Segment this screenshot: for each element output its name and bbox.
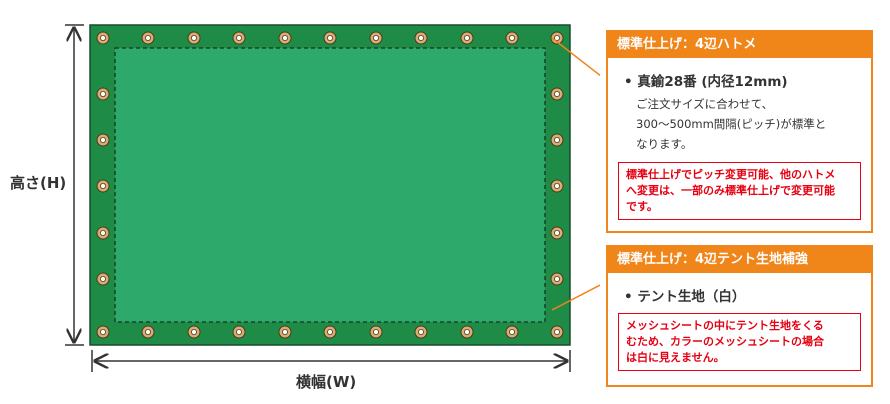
- height-label: 高さ(H): [10, 174, 67, 192]
- grommet: [141, 325, 155, 339]
- grommet: [278, 31, 292, 45]
- callout-1-pointer: [551, 37, 607, 81]
- grommet: [550, 31, 564, 45]
- grommet-spec: • 真鍮28番 (内径12mm): [624, 74, 788, 90]
- grommet: [550, 87, 564, 101]
- grommet: [187, 31, 201, 45]
- sheet-diagram-svg: [65, 24, 607, 372]
- reinforcement-note-line: は白に見えません。: [626, 351, 725, 364]
- reinforcement-spec: • テント生地（白）: [624, 289, 746, 305]
- grommet: [460, 325, 474, 339]
- grommet: [96, 272, 110, 286]
- grommet: [187, 325, 201, 339]
- grommet: [369, 325, 383, 339]
- reinforcement-note-line: むため、カラーのメッシュシートの場合: [626, 335, 824, 348]
- grommet: [96, 226, 110, 240]
- grommet: [550, 179, 564, 193]
- grommet-note-line: へ変更は、一部のみ標準仕上げで変更可能: [626, 184, 835, 197]
- grommet: [96, 87, 110, 101]
- grommet-desc-line: ご注文サイズに合わせて、: [636, 97, 774, 111]
- grommet: [323, 325, 337, 339]
- grommet: [96, 325, 110, 339]
- grommet: [550, 325, 564, 339]
- grommet-note-box: 標準仕上げでピッチ変更可能、他のハトメ へ変更は、一部のみ標準仕上げで変更可能 …: [618, 162, 861, 220]
- grommet: [505, 31, 519, 45]
- grommet-callout: 標準仕上げ：4辺ハトメ • 真鍮28番 (内径12mm) ご注文サイズに合わせて…: [606, 30, 873, 233]
- grommet: [96, 179, 110, 193]
- reinforcement-callout: 標準仕上げ：4辺テント生地補強 • テント生地（白） メッシュシートの中にテント…: [606, 245, 873, 387]
- grommet: [414, 325, 428, 339]
- grommet-note-line: です。: [626, 200, 658, 213]
- grommet: [278, 325, 292, 339]
- grommet: [141, 31, 155, 45]
- grommet-desc-line: 300〜500mm間隔(ピッチ)が標準と: [636, 117, 827, 131]
- grommet: [550, 272, 564, 286]
- grommet: [323, 31, 337, 45]
- grommet: [550, 226, 564, 240]
- grommet: [460, 31, 474, 45]
- grommet: [232, 325, 246, 339]
- grommet: [550, 133, 564, 147]
- width-label: 横幅(W): [296, 373, 357, 391]
- grommet-note-line: 標準仕上げでピッチ変更可能、他のハトメ: [626, 168, 836, 181]
- reinforcement-callout-header: 標準仕上げ：4辺テント生地補強: [608, 247, 871, 273]
- sheet-center: [115, 48, 545, 322]
- width-dimension: [91, 350, 571, 372]
- grommet: [414, 31, 428, 45]
- callout-2-pointer: [551, 281, 607, 311]
- height-dimension: [65, 24, 84, 346]
- grommet-desc-line: なります。: [636, 137, 693, 151]
- reinforcement-note-line: メッシュシートの中にテント生地をくる: [626, 319, 824, 332]
- grommet: [96, 31, 110, 45]
- grommet: [505, 325, 519, 339]
- grommet: [369, 31, 383, 45]
- stitch-line: [114, 47, 546, 323]
- grommet: [96, 133, 110, 147]
- grommet: [232, 31, 246, 45]
- reinforcement-note-box: メッシュシートの中にテント生地をくる むため、カラーのメッシュシートの場合 は白…: [618, 313, 861, 371]
- sheet-diagram: 高さ(H) 横幅(W): [10, 24, 607, 391]
- grommet-group: [96, 31, 564, 339]
- grommet-callout-header: 標準仕上げ：4辺ハトメ: [608, 32, 871, 58]
